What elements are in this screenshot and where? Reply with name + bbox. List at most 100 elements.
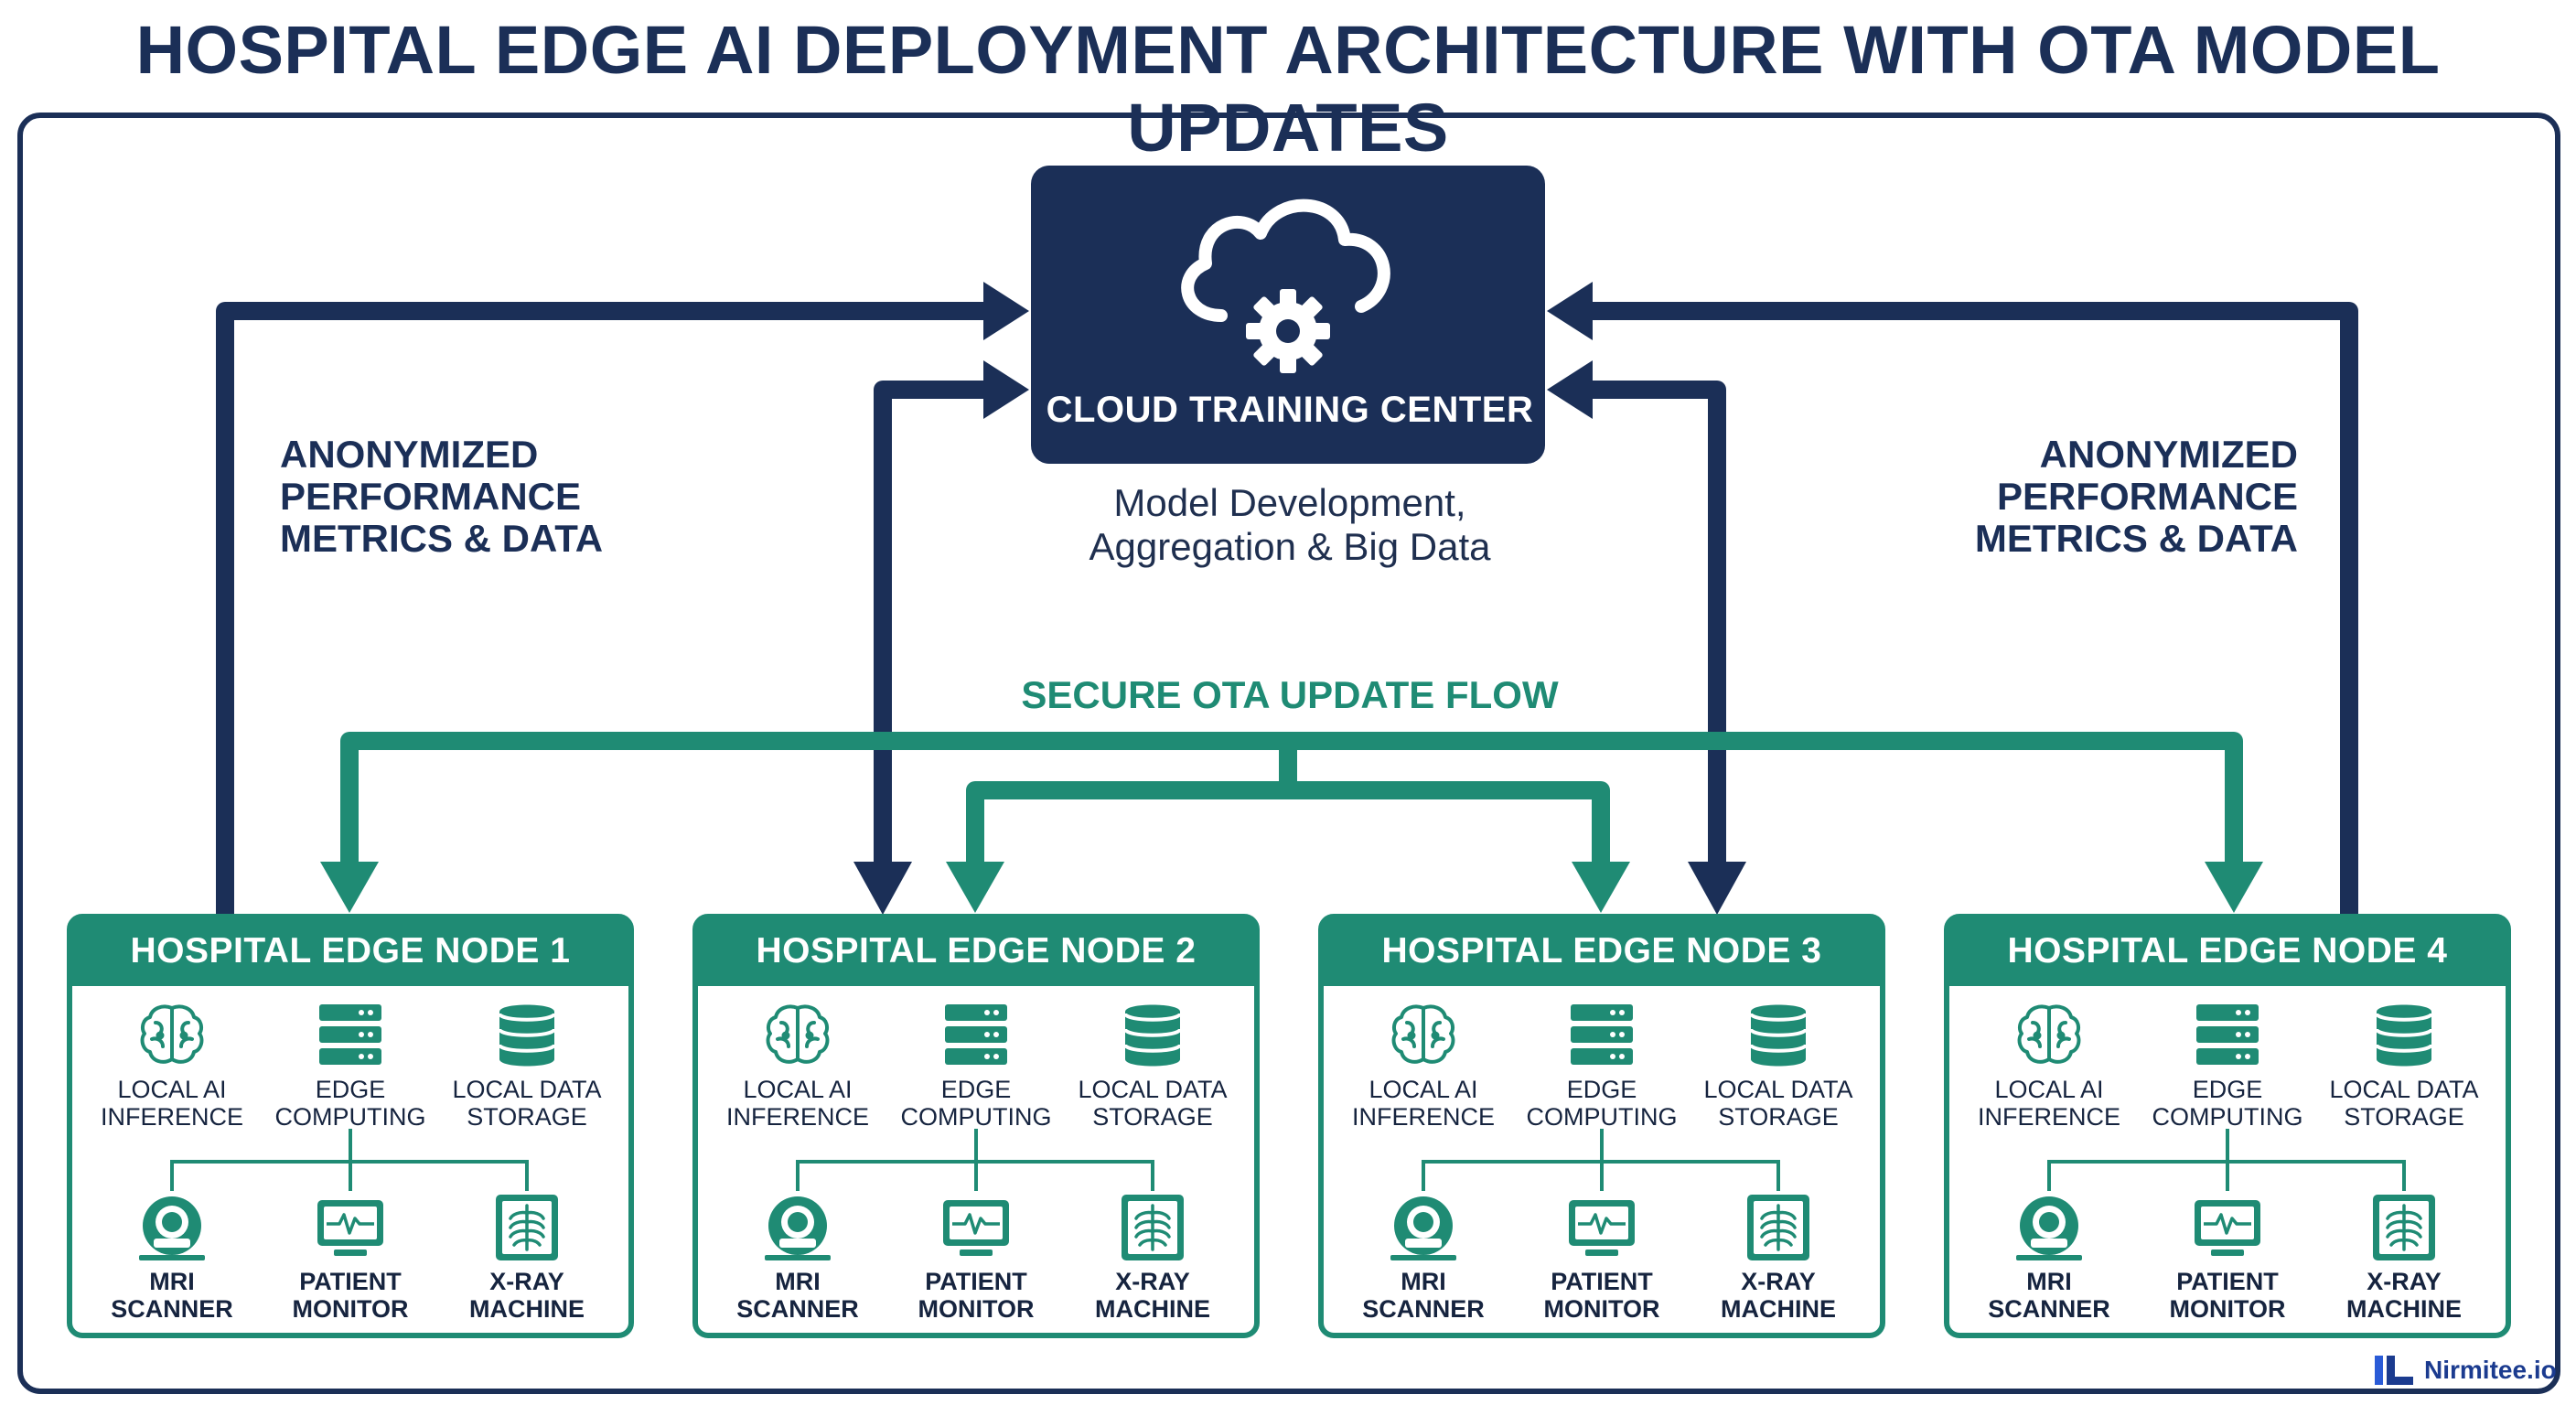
edge-node-2 — [692, 914, 1260, 1338]
edge-node-1 — [67, 914, 634, 1338]
label-line: MONITOR — [2169, 1295, 2286, 1323]
label-line: PATIENT — [299, 1268, 402, 1295]
label-line: MONITOR — [1543, 1295, 1660, 1323]
label-line: INFERENCE — [100, 1103, 243, 1131]
node-2-device-mri: MRI SCANNER — [706, 1268, 889, 1323]
label-line: MRI — [149, 1268, 195, 1295]
label-line: PATIENT — [2176, 1268, 2279, 1295]
brand-logo: Nirmitee.io — [2373, 1352, 2557, 1389]
label-line: LOCAL AI — [1368, 1076, 1478, 1103]
label-line: SCANNER — [1362, 1295, 1485, 1323]
label-line: EDGE — [315, 1076, 386, 1103]
label-line: COMPUTING — [1526, 1103, 1678, 1131]
xray-machine-icon — [1745, 1193, 1811, 1262]
node-3-device-mri: MRI SCANNER — [1332, 1268, 1515, 1323]
xray-machine-icon — [1120, 1193, 1186, 1262]
node-1-component-inference: LOCAL AI INFERENCE — [80, 1076, 263, 1131]
label-line: STORAGE — [2344, 1103, 2464, 1131]
brand-text: Nirmitee.io — [2424, 1356, 2557, 1384]
database-icon — [1749, 1003, 1808, 1068]
node-4-device-xray: X-RAY MACHINE — [2313, 1268, 2496, 1323]
server-icon — [945, 1004, 1007, 1065]
metrics-left-line-1: ANONYMIZED — [280, 433, 539, 476]
label-line: MONITOR — [292, 1295, 409, 1323]
node-4-component-inference: LOCAL AI INFERENCE — [1958, 1076, 2141, 1131]
node-2-title: HOSPITAL EDGE NODE 2 — [756, 931, 1197, 971]
label-line: LOCAL AI — [117, 1076, 227, 1103]
ota-arrowheads — [320, 862, 2263, 913]
cloud-gear-icon — [1181, 198, 1390, 373]
label-line: MONITOR — [918, 1295, 1035, 1323]
label-line: MRI — [775, 1268, 821, 1295]
node-1-component-edge-computing: EDGE COMPUTING — [259, 1076, 442, 1131]
node-2-device-monitor: PATIENT MONITOR — [885, 1268, 1068, 1323]
label-line: MRI — [1401, 1268, 1446, 1295]
node-3-component-storage: LOCAL DATA STORAGE — [1687, 1076, 1870, 1131]
node-1-device-monitor: PATIENT MONITOR — [259, 1268, 442, 1323]
node-3-device-monitor: PATIENT MONITOR — [1510, 1268, 1693, 1323]
edge-node-4 — [1944, 914, 2511, 1338]
node-4-component-storage: LOCAL DATA STORAGE — [2313, 1076, 2496, 1131]
node-3-device-xray: X-RAY MACHINE — [1687, 1268, 1870, 1323]
label-line: STORAGE — [467, 1103, 587, 1131]
database-icon — [1123, 1003, 1182, 1068]
label-line: PATIENT — [1551, 1268, 1653, 1295]
ota-lines — [340, 732, 2243, 871]
edge-node-3 — [1318, 914, 1885, 1338]
server-icon — [319, 1004, 381, 1065]
label-line: PATIENT — [925, 1268, 1027, 1295]
label-line: SCANNER — [111, 1295, 233, 1323]
node-2-component-edge-computing: EDGE COMPUTING — [885, 1076, 1068, 1131]
label-line: X-RAY — [2367, 1268, 2442, 1295]
label-line: MACHINE — [1721, 1295, 1836, 1323]
label-line: MACHINE — [2346, 1295, 2462, 1323]
xray-machine-icon — [494, 1193, 560, 1262]
node-4-device-monitor: PATIENT MONITOR — [2136, 1268, 2319, 1323]
label-line: LOCAL DATA — [452, 1076, 602, 1103]
label-line: X-RAY — [1115, 1268, 1190, 1295]
label-line: COMPUTING — [2152, 1103, 2303, 1131]
label-line: LOCAL DATA — [1078, 1076, 1228, 1103]
node-2-device-xray: X-RAY MACHINE — [1061, 1268, 1244, 1323]
label-line: STORAGE — [1718, 1103, 1839, 1131]
label-line: EDGE — [940, 1076, 1012, 1103]
label-line: LOCAL DATA — [2329, 1076, 2479, 1103]
label-line: EDGE — [2192, 1076, 2263, 1103]
metrics-arrows — [216, 302, 2358, 918]
label-line: STORAGE — [1092, 1103, 1213, 1131]
node-2-component-inference: LOCAL AI INFERENCE — [706, 1076, 889, 1131]
label-line: INFERENCE — [1977, 1103, 2120, 1131]
node-4-title: HOSPITAL EDGE NODE 4 — [2007, 931, 2448, 971]
node-4-component-edge-computing: EDGE COMPUTING — [2136, 1076, 2319, 1131]
label-line: INFERENCE — [1351, 1103, 1495, 1131]
metrics-right-line-1: ANONYMIZED — [2039, 433, 2298, 476]
node-3-title: HOSPITAL EDGE NODE 3 — [1381, 931, 1822, 971]
outer-frame — [17, 113, 2560, 1394]
label-line: EDGE — [1566, 1076, 1637, 1103]
node-3-component-inference: LOCAL AI INFERENCE — [1332, 1076, 1515, 1131]
node-4-device-mri: MRI SCANNER — [1958, 1268, 2141, 1323]
xray-machine-icon — [2371, 1193, 2437, 1262]
cloud-subtitle: Model Development, Aggregation & Big Dat… — [970, 481, 1610, 569]
metrics-right-line-2: PERFORMANCE — [1996, 475, 2298, 518]
label-line: MRI — [2026, 1268, 2072, 1295]
node-3-component-edge-computing: EDGE COMPUTING — [1510, 1076, 1693, 1131]
node-1-device-mri: MRI SCANNER — [80, 1268, 263, 1323]
nirmitee-logo-icon — [2375, 1356, 2413, 1385]
metrics-right-line-3: METRICS & DATA — [1974, 517, 2298, 560]
label-line: COMPUTING — [274, 1103, 426, 1131]
label-line: INFERENCE — [725, 1103, 869, 1131]
metrics-arrowheads — [853, 282, 1746, 915]
label-line: COMPUTING — [900, 1103, 1052, 1131]
server-icon — [1571, 1004, 1633, 1065]
label-line: LOCAL AI — [743, 1076, 853, 1103]
label-line: MACHINE — [1095, 1295, 1210, 1323]
label-line: SCANNER — [1988, 1295, 2110, 1323]
server-icon — [2196, 1004, 2259, 1065]
ota-update-flow-label: SECURE OTA UPDATE FLOW — [1021, 673, 1559, 716]
metrics-left-line-2: PERFORMANCE — [280, 475, 582, 518]
label-line: X-RAY — [489, 1268, 564, 1295]
label-line: LOCAL AI — [1994, 1076, 2104, 1103]
label-line: MACHINE — [469, 1295, 585, 1323]
